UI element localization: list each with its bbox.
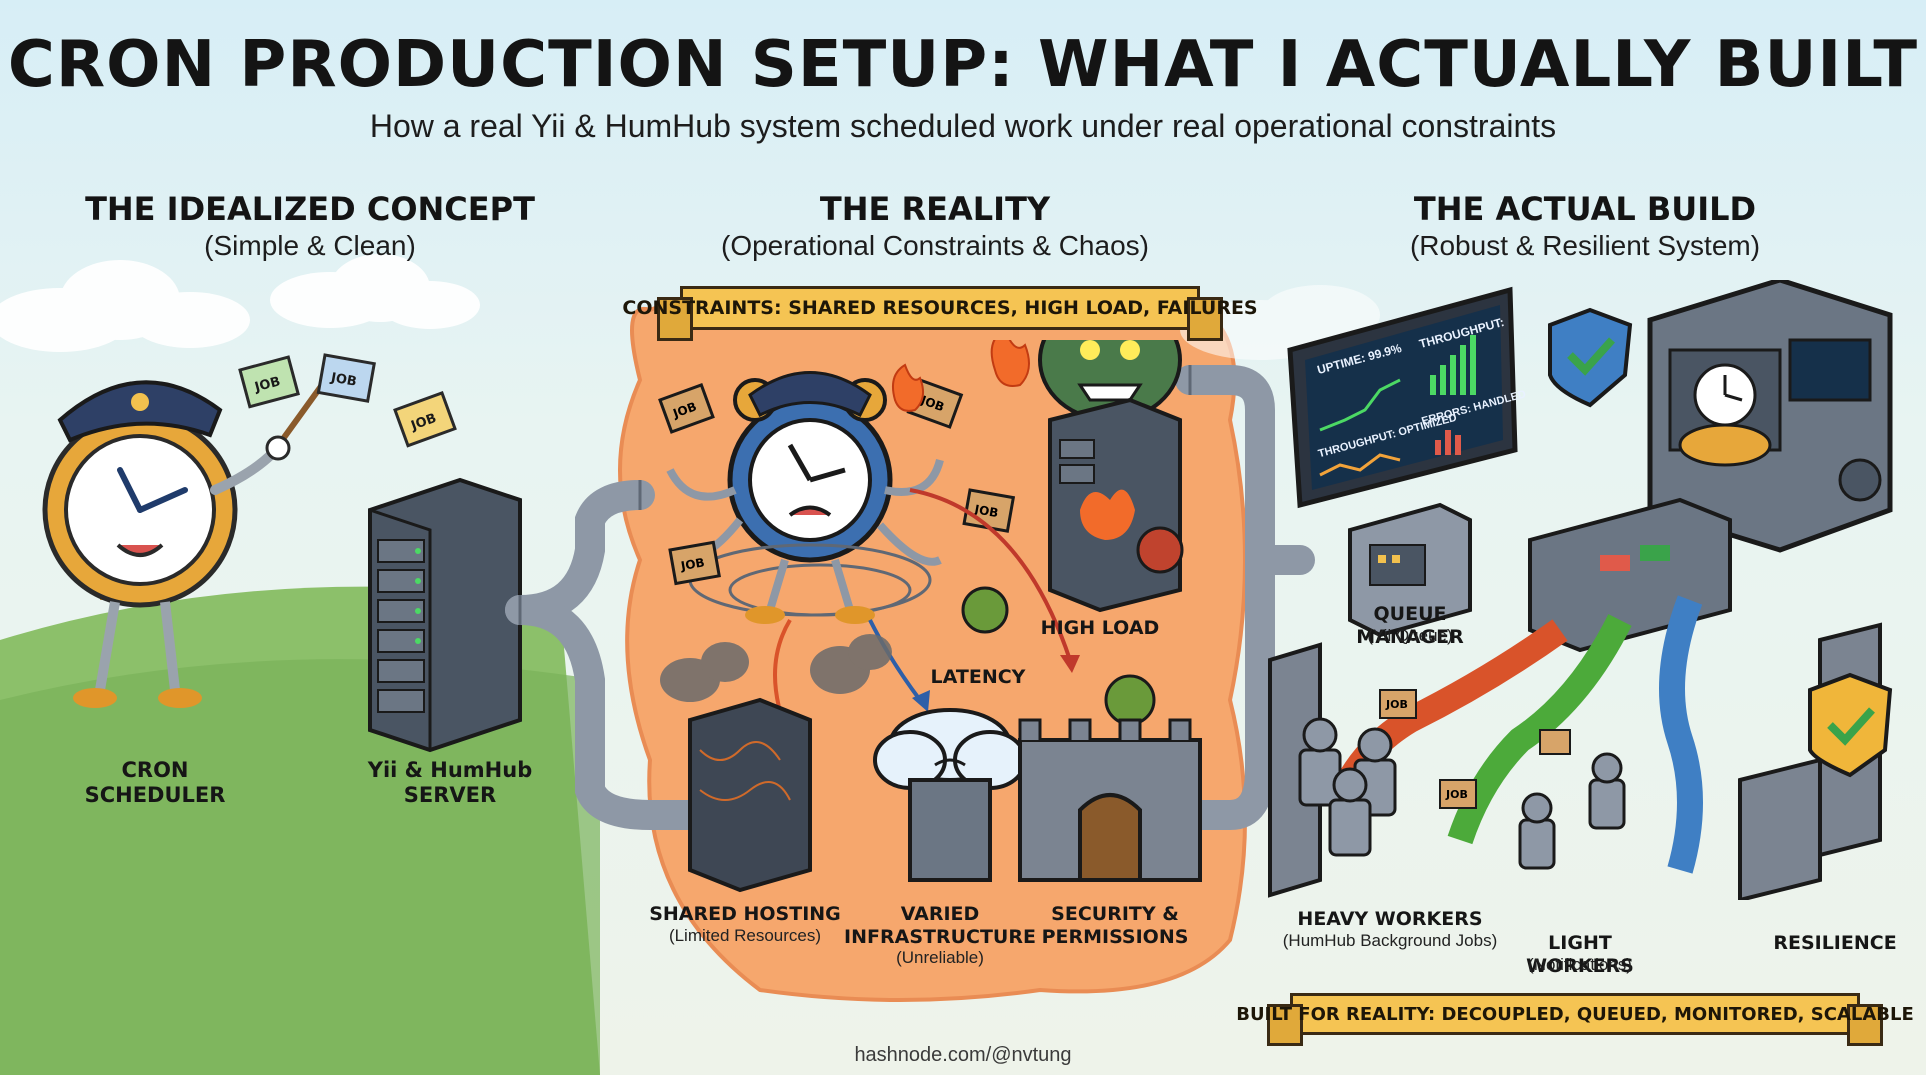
castle-icon	[1018, 718, 1202, 882]
column-reality-title: THE REALITY	[819, 190, 1051, 228]
job-box-icon: JOB JOB JOB	[238, 353, 457, 448]
shield-check-icon	[1548, 307, 1633, 408]
resilience-label: RESILIENCE	[1773, 932, 1897, 954]
robot-worker-icon	[1647, 280, 1893, 553]
job-box-label: JOB	[252, 374, 282, 395]
shared-hosting-note: (Limited Resources)	[668, 926, 822, 945]
column-build-subtitle: (Robust & Resilient System)	[1409, 230, 1761, 261]
shared-hosting-label: SHARED HOSTING	[649, 903, 841, 925]
fire-icon	[1080, 489, 1135, 540]
column-build-title: THE ACTUAL BUILD	[1413, 190, 1757, 228]
job-box-label: JOB	[329, 370, 358, 389]
job-box-label: JOB	[1445, 788, 1468, 801]
built-for-reality-banner: BUILT FOR REALITY: DECOUPLED, QUEUED, MO…	[1236, 993, 1914, 1046]
job-box-icon: JOB JOB	[1379, 689, 1571, 809]
server-rack-icon	[688, 697, 812, 893]
build-illustration: JOB JOB	[1268, 280, 1893, 900]
shield-check-icon	[1808, 672, 1893, 778]
clock-mascot-icon	[42, 358, 343, 708]
column-reality-subtitle: (Operational Constraints & Chaos)	[721, 230, 1149, 261]
queue-manager-note: (Yii Queue)	[1367, 626, 1453, 645]
heavy-workers-note: (HumHub Background Jobs)	[1282, 931, 1498, 950]
dashboard-monitor-icon	[1287, 286, 1518, 509]
queue-manager-label: QUEUE MANAGER	[1356, 603, 1464, 648]
column-idealized-title: THE IDEALIZED CONCEPT	[85, 190, 535, 228]
latency-label: LATENCY	[930, 666, 1026, 688]
cloud-icon	[873, 708, 1027, 882]
column-idealized-subtitle: (Simple & Clean)	[204, 230, 416, 261]
page-title: CRON PRODUCTION SETUP: WHAT I ACTUALLY B…	[7, 28, 1919, 102]
server-rack-icon	[1048, 397, 1182, 613]
job-box-label: JOB	[1385, 698, 1408, 711]
pipe	[505, 365, 1315, 830]
footer-credit: hashnode.com/@nvtung	[854, 1044, 1072, 1066]
cloud-icon	[0, 254, 480, 352]
varied-infrastructure-note: (Unreliable)	[896, 948, 984, 967]
light-workers-note: (Notifications)	[1528, 955, 1632, 974]
security-permissions-label: SECURITY &PERMISSIONS	[1041, 903, 1189, 948]
robot-worker-icon	[1298, 717, 1626, 870]
clock-mascot-icon	[666, 371, 944, 624]
high-load-label: HIGH LOAD	[1040, 617, 1160, 639]
heavy-workers-label: HEAVY WORKERS	[1297, 908, 1483, 930]
job-box-label: JOB	[973, 502, 1000, 520]
goblin-icon	[961, 526, 1184, 726]
server-rack-icon	[368, 477, 522, 753]
page-subtitle: How a real Yii & HumHub system scheduled…	[369, 108, 1557, 144]
smoke-icon	[660, 634, 892, 702]
job-box-label: JOB	[679, 555, 706, 573]
job-box-icon: JOB JOB JOB JOB	[658, 378, 1016, 586]
idealized-illustration: JOB JOB JOB	[42, 353, 522, 753]
constraints-banner: CONSTRAINTS: SHARED RESOURCES, HIGH LOAD…	[622, 286, 1258, 341]
light-workers-label: LIGHT WORKERS	[1526, 932, 1634, 977]
reality-illustration: JOB JOB JOB JOB	[658, 340, 1202, 893]
